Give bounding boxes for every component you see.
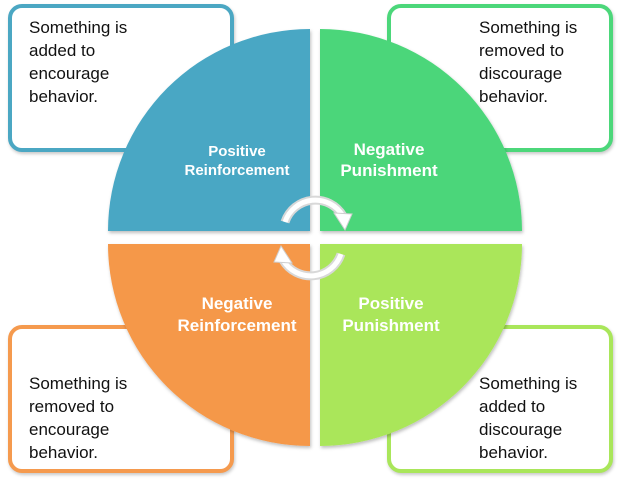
description-text: Something is added to encourage behavior… [29, 18, 128, 106]
description-text: Something is removed to discourage behav… [479, 18, 578, 106]
quadrant-label-line1: Positive [358, 294, 423, 313]
svg-text:Positive: Positive [358, 294, 423, 313]
quadrant-label-line2: Punishment [340, 161, 438, 180]
quadrant-label-line2: Reinforcement [184, 162, 289, 179]
svg-text:Reinforcement: Reinforcement [177, 316, 296, 335]
cycle-arrows-icon [273, 195, 353, 281]
quadrant-negative-punishment [320, 29, 522, 231]
quadrant-label-line1: Positive [208, 143, 266, 160]
quadrant-label-line2: Reinforcement [177, 316, 296, 335]
quadrant-label-line1: Negative [202, 294, 273, 313]
svg-text:Negative: Negative [354, 140, 425, 159]
description-text: Something is removed to encourage behavi… [29, 374, 128, 462]
svg-text:Negative: Negative [202, 294, 273, 313]
quadrant-label-line2: Punishment [342, 316, 440, 335]
description-text: Something is added to discourage behavio… [479, 374, 578, 462]
quadrant-positive-reinforcement [108, 29, 310, 231]
quadrant-negative-reinforcement [108, 244, 310, 446]
quadrant-label-line1: Negative [354, 140, 425, 159]
svg-text:Punishment: Punishment [342, 316, 440, 335]
svg-text:Punishment: Punishment [340, 161, 438, 180]
svg-text:Positive: Positive [208, 143, 266, 160]
svg-text:Reinforcement: Reinforcement [184, 162, 289, 179]
quadrant-positive-punishment [320, 244, 522, 446]
